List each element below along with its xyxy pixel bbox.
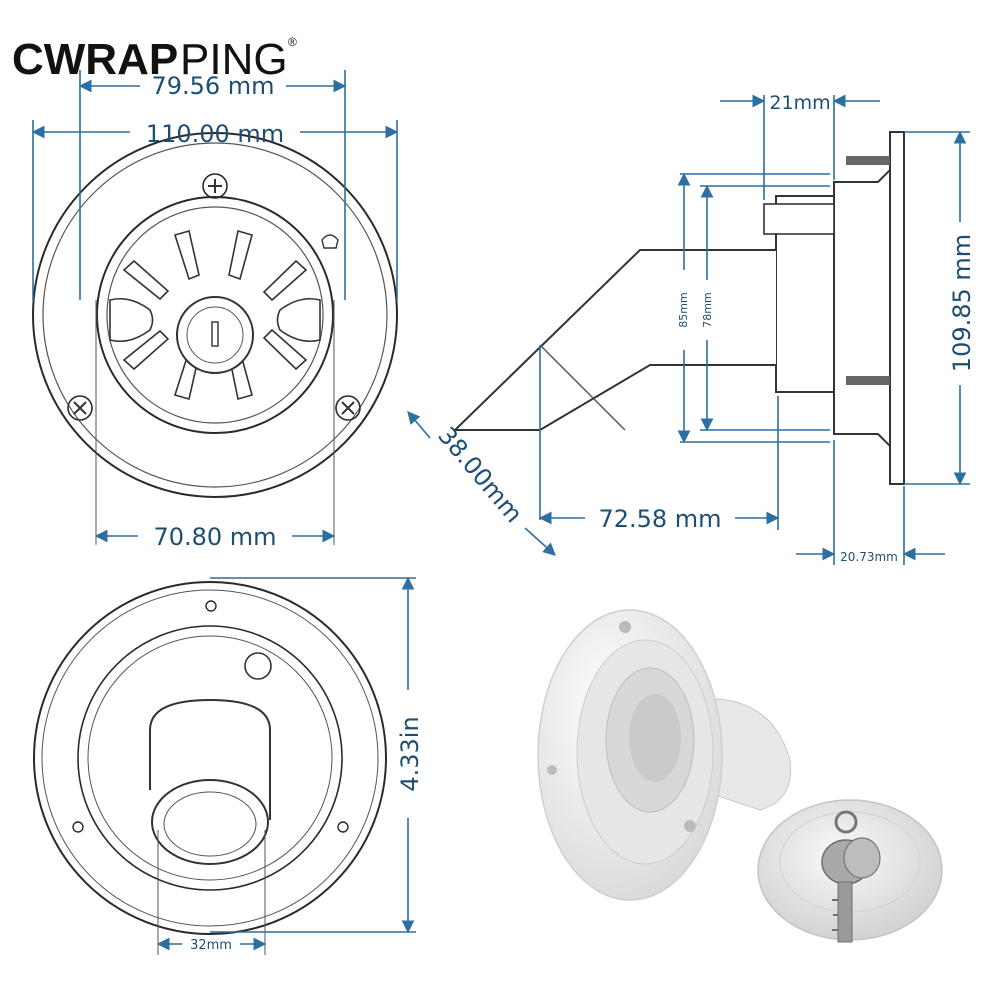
dim-20-73: 20.73mm bbox=[796, 440, 945, 565]
dim-label-32: 32mm bbox=[190, 938, 232, 953]
side-flange bbox=[889, 131, 905, 485]
flange-inner-edge bbox=[42, 142, 388, 488]
cap-grip-left bbox=[109, 297, 154, 343]
dim-label-21: 21mm bbox=[769, 92, 830, 114]
screw-icon-left bbox=[67, 395, 93, 421]
screw-icon-top bbox=[202, 173, 228, 199]
side-body bbox=[833, 167, 891, 449]
dim-label-4-33in: 4.33in bbox=[396, 716, 424, 791]
back-view bbox=[33, 581, 387, 955]
back-outer-flange bbox=[33, 581, 387, 935]
photo-screw-hole-bottom bbox=[684, 820, 696, 832]
dim-79-56: 79.56 mm bbox=[78, 70, 347, 300]
mounting-bolt-bottom bbox=[846, 376, 890, 385]
dim-label-20-73: 20.73mm bbox=[840, 550, 898, 564]
dim-32: 32mm bbox=[156, 937, 267, 953]
elbow-end-line bbox=[539, 344, 626, 431]
dim-70-80: 70.80 mm bbox=[94, 523, 336, 551]
dim-label-78: 78mm bbox=[701, 292, 714, 327]
dim-78: 78mm bbox=[700, 184, 830, 432]
dim-72-58: 72.58 mm bbox=[538, 396, 780, 533]
dim-21: 21mm bbox=[720, 92, 880, 200]
side-view bbox=[452, 131, 905, 485]
product-photo bbox=[537, 609, 943, 943]
dim-label-79-56: 79.56 mm bbox=[151, 72, 274, 100]
keyhole-icon bbox=[211, 321, 219, 347]
dim-label-85: 85mm bbox=[677, 292, 690, 327]
dim-4-33in: 4.33in bbox=[210, 576, 424, 934]
front-view bbox=[32, 132, 398, 545]
cap-outer-ring bbox=[96, 196, 334, 434]
dim-label-72-58: 72.58 mm bbox=[598, 505, 721, 533]
brand-logo: CWRAP PING ® bbox=[12, 35, 297, 84]
mounting-bolt-top bbox=[846, 156, 890, 165]
photo-screw-hole-top bbox=[619, 621, 631, 633]
side-elbow-pipe bbox=[452, 249, 776, 431]
brand-name-bold: CWRAP bbox=[12, 35, 178, 84]
lock-face bbox=[186, 306, 244, 364]
dim-label-70-80: 70.80 mm bbox=[153, 523, 276, 551]
side-collar bbox=[763, 203, 835, 235]
back-screw-hole-right bbox=[337, 821, 349, 833]
cap-inner-ring bbox=[106, 206, 324, 424]
key-icon bbox=[821, 810, 881, 943]
back-screw-hole-left bbox=[72, 821, 84, 833]
brand-name-light: PING bbox=[180, 35, 288, 84]
photo-screw-hole-left bbox=[547, 765, 557, 775]
screw-icon-right bbox=[335, 395, 361, 421]
outer-flange bbox=[32, 132, 398, 498]
cap-grip-right bbox=[276, 297, 321, 343]
dim-label-110: 110.00 mm bbox=[146, 120, 284, 148]
back-body-ring bbox=[77, 625, 343, 891]
dim-110: 110.00 mm bbox=[31, 120, 399, 300]
back-pipe-opening bbox=[151, 779, 269, 865]
dim-label-109-85: 109.85 mm bbox=[948, 234, 976, 372]
back-flange-edge bbox=[41, 589, 379, 927]
photo-inlet-hole bbox=[629, 694, 681, 782]
registered-mark: ® bbox=[288, 35, 297, 49]
back-body-inner bbox=[87, 635, 333, 881]
water-faucet-icon bbox=[321, 234, 339, 249]
back-screw-hole-top bbox=[205, 600, 217, 612]
back-vent-icon bbox=[244, 652, 272, 680]
dim-85: 85mm bbox=[677, 172, 830, 444]
back-pipe-inner bbox=[163, 791, 257, 857]
dim-109-85: 109.85 mm bbox=[904, 130, 976, 486]
dim-label-38: 38.00mm bbox=[432, 422, 528, 528]
